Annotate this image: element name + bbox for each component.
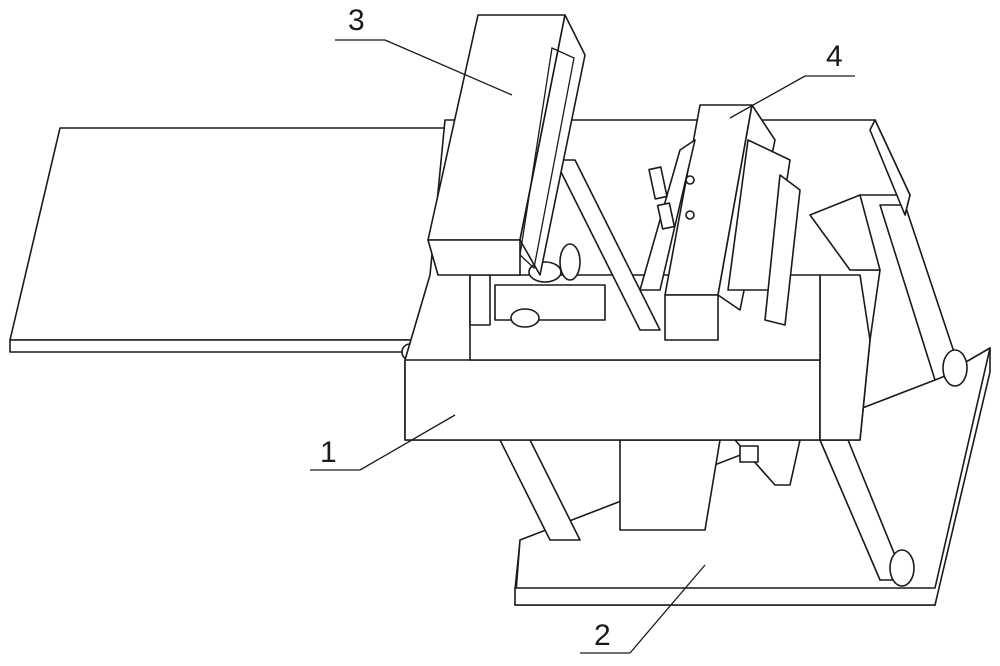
callout-1-label: 1 xyxy=(320,436,337,469)
callout-2-label: 2 xyxy=(594,619,611,652)
callout-3-label: 3 xyxy=(348,4,365,37)
callout-4-label: 4 xyxy=(826,40,843,73)
left-plate xyxy=(10,128,470,360)
